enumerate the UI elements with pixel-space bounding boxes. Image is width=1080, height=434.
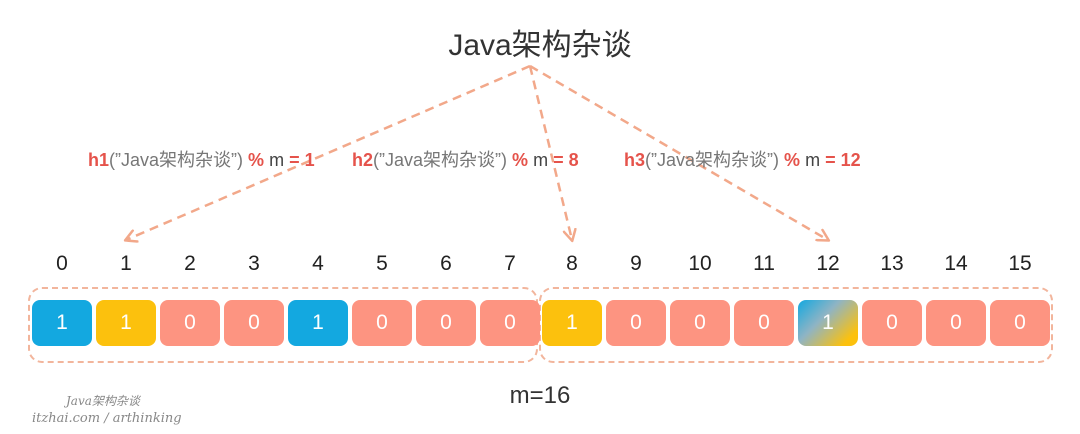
modulus-variable: m — [269, 150, 285, 170]
hash-arrow-h1 — [126, 64, 531, 240]
hash-result: 12 — [840, 150, 861, 170]
array-size-label: m=16 — [509, 382, 571, 409]
bit-cell: 1 — [96, 300, 156, 346]
watermark-name: Java架构杂谈 — [66, 394, 140, 408]
bit-cell: 0 — [352, 300, 412, 346]
bit-cell: 0 — [480, 300, 540, 346]
hash-argument: (”Java架构杂谈”) — [645, 150, 780, 170]
bit-cell: 0 — [606, 300, 666, 346]
watermark-url: itzhai.com / arthinking — [32, 411, 182, 426]
equals-sign: = — [825, 150, 836, 170]
bit-index: 4 — [312, 252, 324, 275]
bit-cell: 0 — [862, 300, 922, 346]
bit-cell: 0 — [160, 300, 220, 346]
bit-index: 10 — [688, 252, 712, 275]
bit-index: 13 — [880, 252, 904, 275]
bit-cell: 1 — [32, 300, 92, 346]
bit-index: 8 — [566, 252, 578, 275]
hash-arrow-h3 — [529, 64, 828, 240]
bit-cell: 0 — [926, 300, 986, 346]
hash-function-name: h2 — [352, 150, 374, 170]
bit-group-right — [539, 287, 1053, 363]
bit-cell: 1 — [288, 300, 348, 346]
hash-formula-h1: h1(”Java架构杂谈”) % m = 1 — [88, 146, 315, 172]
hash-result: 8 — [568, 150, 579, 170]
diagram-title: Java架构杂谈 — [448, 29, 632, 62]
modulus-variable: m — [533, 150, 549, 170]
hash-formula-h3: h3(”Java架构杂谈”) % m = 12 — [624, 146, 861, 172]
bit-index: 5 — [376, 252, 388, 275]
hash-argument: (”Java架构杂谈”) — [109, 150, 244, 170]
bit-index: 3 — [248, 252, 260, 275]
bit-index: 9 — [630, 252, 642, 275]
bit-cell: 0 — [734, 300, 794, 346]
bit-index: 2 — [184, 252, 196, 275]
hash-formula-h2: h2(”Java架构杂谈”) % m = 8 — [352, 146, 579, 172]
modulo-operator: % — [512, 150, 529, 170]
hash-function-name: h1 — [88, 150, 110, 170]
bit-cell: 1 — [542, 300, 602, 346]
bit-index: 0 — [56, 252, 68, 275]
bit-index: 15 — [1008, 252, 1032, 275]
hash-result: 1 — [304, 150, 315, 170]
modulo-operator: % — [784, 150, 801, 170]
modulo-operator: % — [248, 150, 265, 170]
bit-cell: 0 — [416, 300, 476, 346]
hash-function-name: h3 — [624, 150, 646, 170]
equals-sign: = — [289, 150, 300, 170]
bit-index: 11 — [753, 252, 775, 275]
bit-index: 1 — [120, 252, 132, 275]
modulus-variable: m — [805, 150, 821, 170]
bit-index: 14 — [944, 252, 968, 275]
bit-cell: 0 — [990, 300, 1050, 346]
bit-cell: 0 — [224, 300, 284, 346]
bit-cell: 0 — [670, 300, 730, 346]
bit-index: 6 — [440, 252, 452, 275]
bit-index: 12 — [816, 252, 840, 275]
equals-sign: = — [553, 150, 564, 170]
hash-argument: (”Java架构杂谈”) — [373, 150, 508, 170]
bit-index: 7 — [504, 252, 516, 275]
bit-cell: 1 — [798, 300, 858, 346]
